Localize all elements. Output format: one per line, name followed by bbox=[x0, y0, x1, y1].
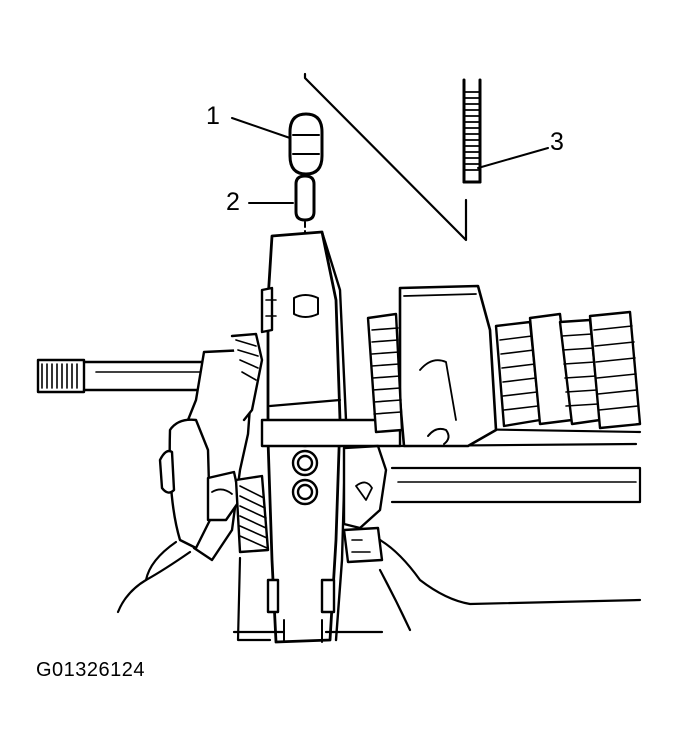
detent-hole-3 bbox=[291, 478, 319, 506]
shift-lever bbox=[342, 444, 388, 564]
figure-id: G01326124 bbox=[36, 659, 146, 681]
inner-seal-part bbox=[248, 174, 316, 222]
synchro-gear-left bbox=[366, 312, 404, 434]
front-housing bbox=[158, 332, 270, 562]
support-outline bbox=[116, 538, 642, 642]
callout-3: 3 bbox=[550, 128, 564, 156]
reference-bracket bbox=[303, 72, 468, 242]
o-ring-part bbox=[231, 112, 324, 176]
callout-1: 1 bbox=[206, 102, 220, 130]
main-gear-stack bbox=[494, 310, 642, 430]
shift-fork bbox=[398, 284, 498, 448]
detent-hole-2 bbox=[291, 449, 319, 477]
callout-2: 2 bbox=[226, 188, 240, 216]
input-shaft bbox=[36, 358, 208, 394]
driver-tool bbox=[462, 78, 549, 184]
